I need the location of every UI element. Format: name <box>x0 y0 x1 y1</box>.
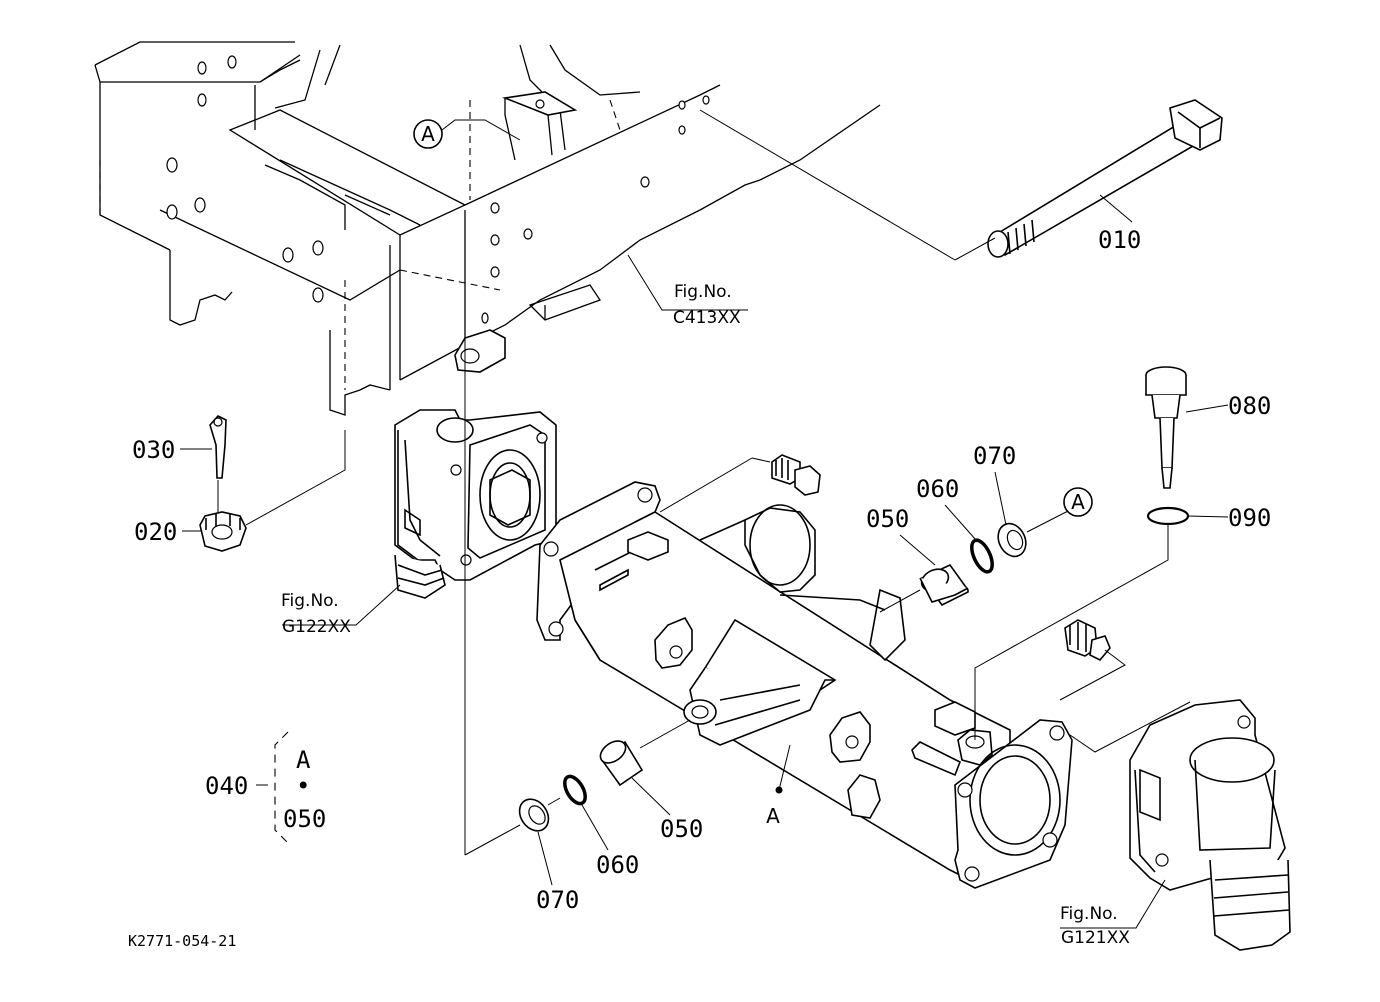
kit-040: 040 A • 050 <box>205 731 326 844</box>
grease-fitting-top <box>771 454 821 496</box>
diagram-code: K2771-054-21 <box>128 932 236 950</box>
right-axle-housing <box>1129 699 1291 951</box>
plug-080[interactable] <box>1145 366 1187 489</box>
fig-ref-g122: Fig.No. G122XX <box>281 584 401 637</box>
label-070-left: 070 <box>536 831 579 914</box>
front-frame <box>94 41 881 416</box>
label-090: 090 <box>1187 504 1271 532</box>
svg-text:080: 080 <box>1228 392 1271 420</box>
svg-text:A: A <box>296 746 311 774</box>
svg-text:090: 090 <box>1228 504 1271 532</box>
svg-text:020: 020 <box>134 518 177 546</box>
svg-text:070: 070 <box>973 442 1016 470</box>
svg-text:A: A <box>421 122 435 146</box>
label-060-right: 060 <box>916 475 977 541</box>
o-ring-060-left[interactable] <box>561 773 590 807</box>
svg-text:050: 050 <box>866 505 909 533</box>
o-ring-090[interactable] <box>1146 506 1190 526</box>
svg-text:010: 010 <box>1098 226 1141 254</box>
svg-text:060: 060 <box>916 475 959 503</box>
label-020: 020 <box>134 518 202 546</box>
label-010: 010 <box>1098 194 1141 254</box>
label-050-right: 050 <box>866 505 936 566</box>
castle-nut-020[interactable] <box>199 511 247 552</box>
o-ring-060-right[interactable] <box>968 537 997 575</box>
left-axle-housing <box>394 409 557 599</box>
bushing-050-left[interactable] <box>596 737 644 787</box>
seal-070-right[interactable] <box>993 519 1031 561</box>
label-080: 080 <box>1185 392 1271 420</box>
svg-text:A: A <box>766 804 780 828</box>
grease-fitting-right <box>1064 619 1111 661</box>
svg-text:•: • <box>296 772 310 800</box>
svg-text:050: 050 <box>283 805 326 833</box>
svg-text:G121XX: G121XX <box>1061 928 1130 948</box>
callout-a-top: A <box>413 119 443 149</box>
svg-text:G122XX: G122XX <box>282 617 351 637</box>
svg-text:040: 040 <box>205 772 248 800</box>
callout-a-housing: A <box>766 744 791 828</box>
svg-text:Fig.No.: Fig.No. <box>281 591 339 611</box>
label-070-right: 070 <box>973 442 1016 526</box>
seal-070-left[interactable] <box>514 794 555 837</box>
svg-text:050: 050 <box>660 815 703 843</box>
label-030: 030 <box>132 436 212 464</box>
svg-text:A: A <box>1071 490 1085 514</box>
pivot-bolt-010[interactable] <box>987 99 1223 258</box>
fig-ref-c413: Fig.No. C413XX <box>627 254 748 328</box>
svg-text:Fig.No.: Fig.No. <box>1060 904 1118 924</box>
callout-a-right: A <box>1063 487 1093 517</box>
svg-text:030: 030 <box>132 436 175 464</box>
bushing-050-right[interactable] <box>918 563 969 607</box>
label-050-left: 050 <box>631 777 703 843</box>
svg-text:C413XX: C413XX <box>673 308 741 328</box>
cotter-pin-030[interactable] <box>209 415 227 479</box>
front-axle-case <box>536 481 1073 889</box>
svg-text:070: 070 <box>536 886 579 914</box>
label-060-left: 060 <box>581 804 639 879</box>
fig-ref-g121: Fig.No. G121XX <box>1060 879 1166 948</box>
svg-text:060: 060 <box>596 851 639 879</box>
svg-text:Fig.No.: Fig.No. <box>674 282 732 302</box>
